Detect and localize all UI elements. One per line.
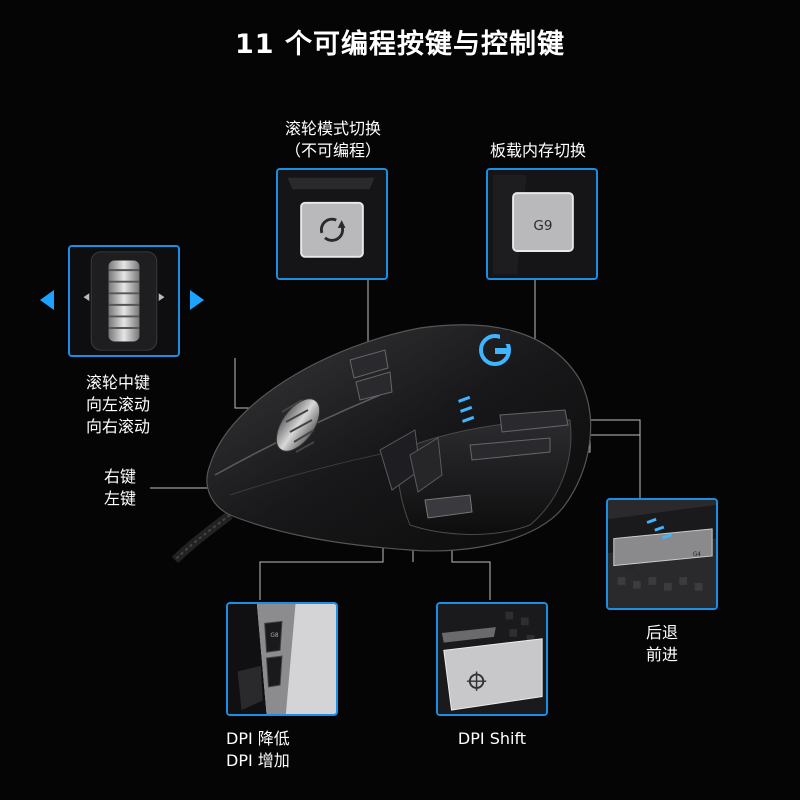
forward-button[interactable] — [499, 409, 569, 433]
label-onboard-memory: 板载内存切换 — [489, 141, 586, 160]
panel-wheel-tilt — [68, 245, 180, 357]
label-wheel-tilt: 滚轮中键 向左滚动 向右滚动 — [86, 373, 151, 436]
mouse-illustration — [171, 324, 592, 564]
refresh-icon — [319, 217, 346, 242]
label-back-forward: 后退 前进 — [645, 623, 678, 664]
label-dpi-updown: DPI 降低 DPI 增加 — [226, 729, 290, 770]
crosshair-icon — [466, 671, 487, 691]
panel-dpi-shift — [436, 602, 548, 716]
back-button[interactable] — [469, 437, 551, 461]
logo-g-icon — [479, 330, 511, 366]
dpi-led-indicator — [457, 395, 475, 423]
label-wheel-mode: 滚轮模式切换 （不可编程） — [284, 119, 381, 160]
scroll-wheel[interactable] — [268, 391, 329, 459]
label-mouse-buttons: 右键 左键 — [104, 467, 137, 508]
svg-text:G8: G8 — [270, 633, 278, 639]
svg-text:G5: G5 — [627, 565, 635, 571]
right-arrow-icon — [190, 290, 204, 310]
left-arrow-icon — [40, 290, 54, 310]
wheel-mode-button[interactable] — [349, 349, 389, 379]
label-dpi-shift: DPI Shift — [457, 729, 527, 748]
g9-label: G9 — [533, 218, 552, 234]
panel-wheel-mode — [276, 168, 388, 280]
page-title: 11 个可编程按键与控制键 — [235, 29, 565, 60]
g9-key — [512, 192, 574, 252]
panel-onboard-memory: G9 — [486, 168, 598, 280]
svg-text:G4: G4 — [693, 552, 701, 558]
panel-dpi-updown: G8 — [226, 602, 338, 716]
onboard-memory-button[interactable] — [355, 371, 393, 401]
dpi-shift-button[interactable] — [424, 494, 473, 519]
panel-back-forward: G5 G4 — [606, 498, 718, 610]
wheel-mode-key — [300, 201, 364, 258]
dpi-up-button[interactable] — [409, 437, 443, 493]
